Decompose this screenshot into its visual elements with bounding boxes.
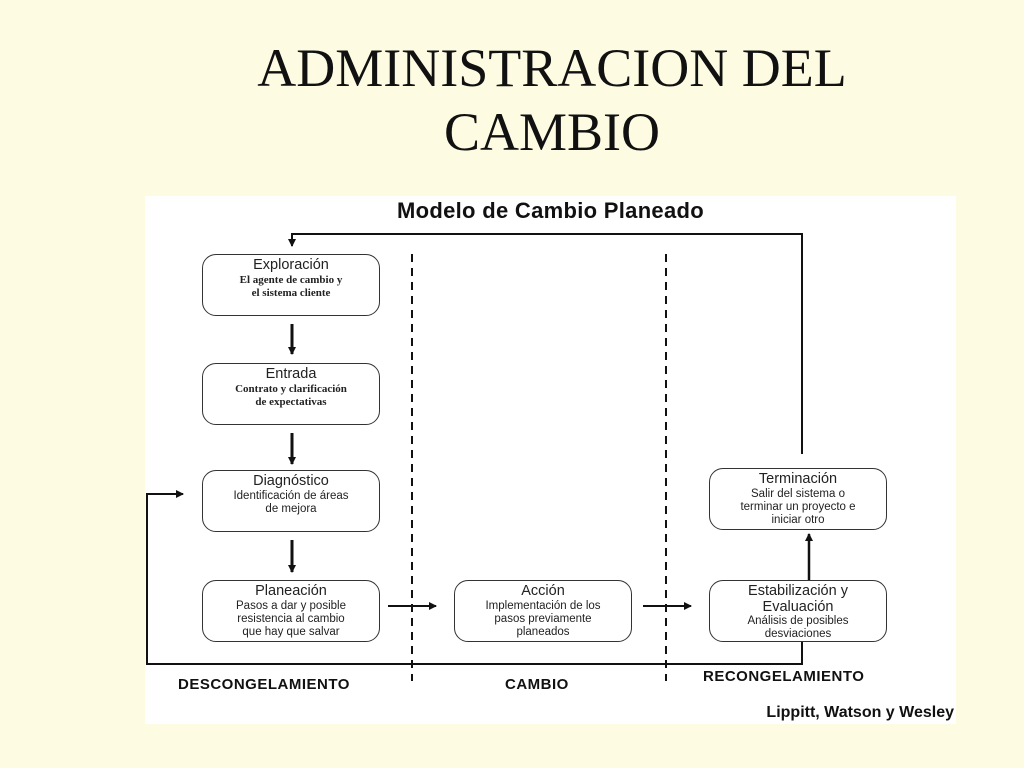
box-entrada: Entrada Contrato y clarificación de expe… — [202, 363, 380, 425]
box-entrada-desc-2: de expectativas — [255, 396, 327, 408]
slide-title-line2: CAMBIO — [443, 102, 661, 162]
diagram-credit: Lippitt, Watson y Wesley — [766, 704, 954, 721]
box-estabilizacion-title-1: Estabilización y — [748, 583, 848, 599]
box-estabilizacion-desc-1: Análisis de posibles — [747, 615, 849, 627]
feedback-arrow-bottom — [146, 490, 803, 665]
phase-label-recongelamiento: RECONGELAMIENTO — [703, 668, 865, 685]
box-accion-desc-2: pasos previamente — [494, 613, 592, 625]
box-accion: Acción Implementación de los pasos previ… — [454, 580, 632, 642]
box-exploracion-desc-2: el sistema cliente — [251, 287, 331, 299]
box-exploracion-title: Exploración — [253, 257, 329, 273]
box-planeacion-desc-3: que hay que salvar — [242, 626, 340, 638]
diagram-panel: Modelo de Cambio Planeado Exploración El… — [145, 196, 956, 724]
box-planeacion: Planeación Pasos a dar y posible resiste… — [202, 580, 380, 642]
box-diagnostico-title: Diagnóstico — [253, 473, 329, 489]
box-exploracion-desc-1: El agente de cambio y — [239, 274, 343, 286]
phase-label-descongelamiento: DESCONGELAMIENTO — [178, 676, 350, 693]
box-terminacion-desc-3: iniciar otro — [771, 514, 825, 526]
diagram-title: Modelo de Cambio Planeado — [397, 198, 704, 223]
box-estabilizacion-title-2: Evaluación — [762, 599, 834, 615]
box-accion-title: Acción — [521, 583, 565, 599]
slide-title: ADMINISTRACION DEL CAMBIO — [112, 36, 992, 164]
box-diagnostico-desc-2: de mejora — [265, 503, 317, 515]
box-entrada-title: Entrada — [265, 366, 317, 382]
box-planeacion-desc-1: Pasos a dar y posible — [236, 600, 346, 612]
box-diagnostico-desc-1: Identificación de áreas — [233, 490, 349, 502]
box-estabilizacion: Estabilización y Evaluación Análisis de … — [709, 580, 887, 642]
box-accion-desc-1: Implementación de los — [485, 600, 601, 612]
diagram-connectors — [146, 233, 813, 681]
box-terminacion: Terminación Salir del sistema o terminar… — [709, 468, 887, 530]
box-accion-desc-3: planeados — [516, 626, 570, 638]
box-planeacion-title: Planeación — [255, 583, 327, 599]
slide-title-line1: ADMINISTRACION DEL — [257, 38, 847, 98]
box-terminacion-title: Terminación — [758, 471, 838, 487]
box-terminacion-desc-2: terminar un proyecto e — [740, 501, 856, 513]
box-planeacion-desc-2: resistencia al cambio — [237, 613, 345, 625]
phase-label-cambio: CAMBIO — [505, 676, 569, 693]
box-terminacion-desc-1: Salir del sistema o — [751, 488, 845, 500]
feedback-arrow-top — [288, 233, 803, 454]
box-diagnostico: Diagnóstico Identificación de áreas de m… — [202, 470, 380, 532]
box-exploracion: Exploración El agente de cambio y el sis… — [202, 254, 380, 316]
box-estabilizacion-desc-2: desviaciones — [764, 628, 832, 640]
box-entrada-desc-1: Contrato y clarificación — [235, 383, 347, 395]
